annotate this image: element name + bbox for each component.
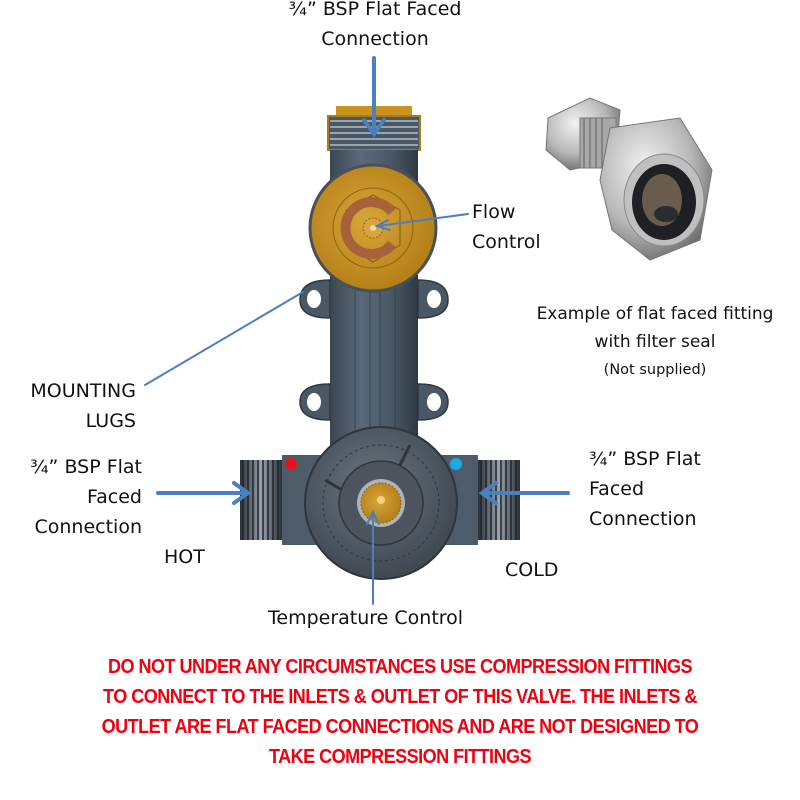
right-conn-line2: Faced [589, 478, 645, 500]
top-connection-label: ¾” BSP Flat Faced Connection [250, 0, 500, 54]
cold-indicator-dot [450, 458, 462, 470]
left-conn-line1: ¾” BSP Flat [30, 456, 142, 478]
flow-control-line2: Control [472, 231, 541, 253]
cold-label: COLD [505, 559, 559, 581]
left-conn-line3: Connection [34, 516, 142, 538]
example-caption-note: (Not supplied) [603, 362, 707, 378]
example-fitting-photo [545, 97, 713, 261]
hot-indicator-dot [285, 458, 297, 470]
mounting-line2: LUGS [85, 410, 136, 432]
left-connection-label: ¾” BSP Flat Faced Connection [20, 452, 142, 542]
warning-line1: DO NOT UNDER ANY CIRCUMSTANCES USE COMPR… [107, 655, 693, 678]
warning-line2: TO CONNECT TO THE INLETS & OUTLET OF THI… [103, 685, 697, 708]
hot-label: HOT [164, 546, 205, 568]
example-caption-line1: Example of flat faced fitting [536, 304, 774, 324]
compression-fittings-warning: DO NOT UNDER ANY CIRCUMSTANCES USE COMPR… [48, 652, 752, 772]
flow-control-line1: Flow [472, 201, 516, 223]
warning-line3: OUTLET ARE FLAT FACED CONNECTIONS AND AR… [101, 715, 699, 738]
right-conn-line1: ¾” BSP Flat [589, 448, 701, 470]
top-connection-line2: Connection [321, 28, 429, 50]
flow-control-disc [308, 163, 438, 293]
flow-control-label: Flow Control [472, 197, 541, 257]
temperature-control-label: Temperature Control [268, 607, 464, 629]
right-conn-line3: Connection [589, 508, 697, 530]
right-connection-label: ¾” BSP Flat Faced Connection [589, 444, 701, 534]
mounting-line1: MOUNTING [30, 380, 136, 402]
left-conn-line2: Faced [86, 486, 142, 508]
mounting-lugs-leader [144, 291, 304, 386]
warning-line4: TAKE COMPRESSION FITTINGS [268, 745, 532, 768]
flow-control-leader [377, 213, 469, 227]
arrows [144, 56, 570, 605]
top-connection-line1: ¾” BSP Flat Faced [288, 0, 462, 20]
temperature-dial [304, 426, 458, 580]
mounting-lugs-label: MOUNTING LUGS [14, 376, 136, 436]
example-fitting-caption: Example of flat faced fitting with filte… [510, 300, 800, 384]
example-caption-line2: with filter seal [594, 332, 716, 352]
